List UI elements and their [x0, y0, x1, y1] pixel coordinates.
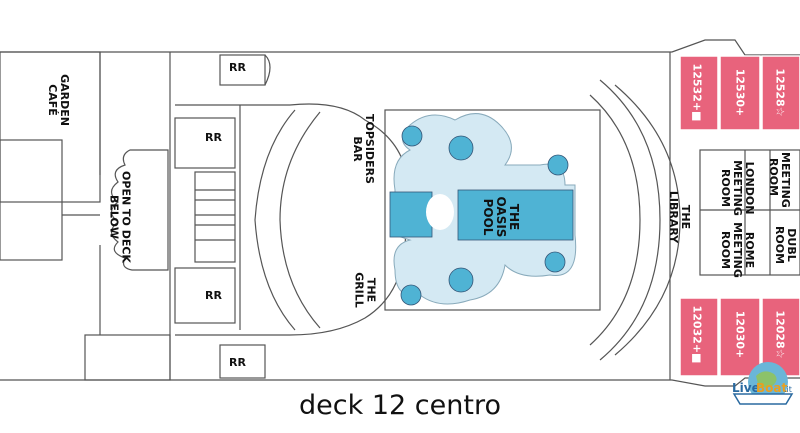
library-arc: [599, 79, 661, 361]
library-label: THE LIBRARY: [667, 190, 692, 244]
restroom-label: RR: [205, 289, 222, 302]
restroom-label: RR: [229, 356, 246, 369]
cabin-12032[interactable]: 12032+■: [690, 305, 704, 364]
logo-text-boat: Boat: [756, 381, 787, 395]
hot-tub: [448, 135, 474, 161]
map-caption: deck 12 centro: [299, 390, 501, 421]
cabin-12532[interactable]: 12532+■: [690, 63, 704, 122]
meeting-room-partial-top-label: MEETING ROOM: [767, 152, 792, 208]
london-meeting-room-label: LONDON MEETING ROOM: [719, 160, 756, 216]
hot-tub: [400, 284, 422, 306]
cabin-12530[interactable]: 12530+: [733, 68, 747, 117]
pool-left-section: [389, 191, 433, 238]
rome-meeting-room-label: ROME MEETING ROOM: [719, 222, 756, 278]
garden-cafe-label: GARDEN CAFÉ: [46, 74, 71, 126]
cabin-12028[interactable]: 12028☆: [773, 310, 787, 359]
cabin-12528[interactable]: 12528☆: [773, 68, 787, 117]
hull-bottom: [0, 377, 800, 387]
topsiders-bar-label: TOPSIDERS BAR: [351, 114, 376, 184]
logo-text-live: Live: [732, 381, 760, 395]
cabin-12030[interactable]: 12030+: [733, 310, 747, 359]
open-to-deck-below-label: OPEN TO DECK BELOW: [107, 171, 133, 263]
cabin-block-bottom: [679, 297, 719, 377]
hot-tub: [544, 251, 566, 273]
oasis-pool-label: THE OASIS POOL: [481, 196, 521, 238]
hot-tub: [448, 267, 474, 293]
hull-top: [0, 39, 800, 56]
hot-tub: [547, 154, 569, 176]
the-grill-label: THE GRILL: [352, 272, 378, 308]
logo-text-it: .it: [784, 385, 792, 394]
oasis-pool: [457, 189, 574, 241]
liveboat-logo: Live Boat .it: [728, 360, 796, 412]
open-deck-below-outline: [110, 149, 169, 271]
hot-tub: [401, 125, 423, 147]
restroom-label: RR: [229, 61, 246, 74]
cabin-block-top: [679, 55, 719, 131]
restroom-label: RR: [205, 131, 222, 144]
dublin-room-partial-label: DUBL ROOM: [773, 225, 798, 265]
